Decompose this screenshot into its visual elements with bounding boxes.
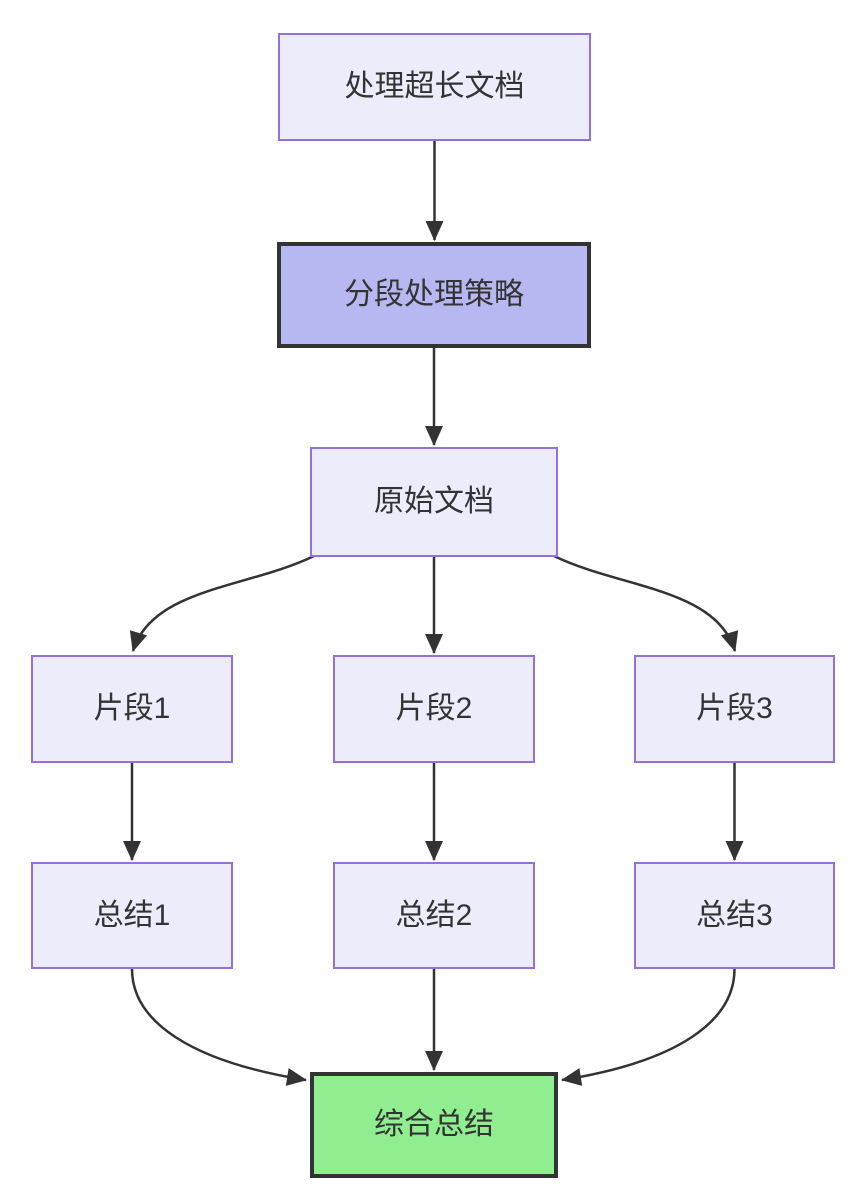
node-label: 综合总结 xyxy=(374,1108,494,1141)
node-label: 分段处理策略 xyxy=(344,278,524,311)
node-label: 原始文档 xyxy=(374,485,494,518)
edge-sum1-final xyxy=(130,968,307,1086)
node-final-summary: 综合总结 xyxy=(310,1072,558,1178)
edge-original-frag1 xyxy=(129,554,315,652)
node-summary-3: 总结3 xyxy=(634,862,835,969)
node-summary-1: 总结1 xyxy=(31,862,233,969)
node-label: 片段2 xyxy=(395,692,473,725)
node-label: 总结2 xyxy=(395,898,473,932)
node-original-document: 原始文档 xyxy=(310,447,558,557)
node-label: 总结3 xyxy=(696,898,773,932)
edge-sum3-final xyxy=(561,968,736,1086)
node-fragment-3: 片段3 xyxy=(634,655,835,763)
node-summary-2: 总结2 xyxy=(333,862,535,969)
node-label: 处理超长文档 xyxy=(344,70,525,103)
node-label: 片段1 xyxy=(93,692,171,725)
node-segmentation-strategy: 分段处理策略 xyxy=(277,242,591,348)
node-label: 总结1 xyxy=(93,898,171,932)
edge-original-frag3 xyxy=(553,554,739,652)
node-label: 片段3 xyxy=(696,692,773,725)
node-fragment-1: 片段1 xyxy=(31,655,233,763)
node-process-long-document: 处理超长文档 xyxy=(278,33,591,141)
node-fragment-2: 片段2 xyxy=(333,655,535,763)
